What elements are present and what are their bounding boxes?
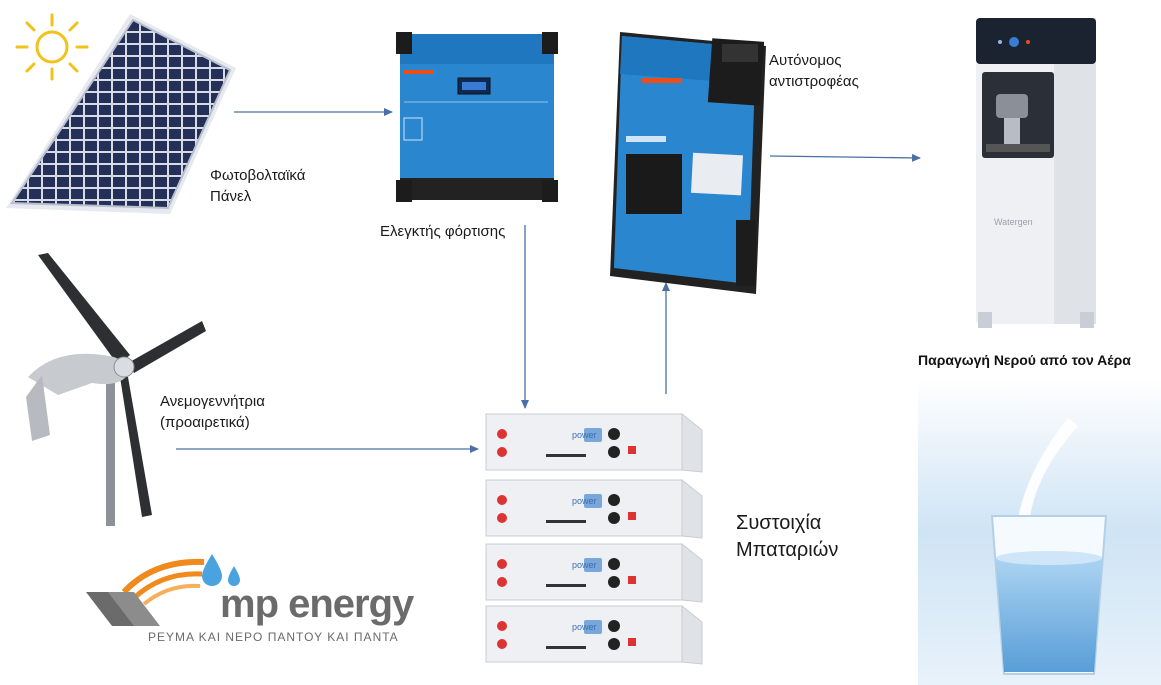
wind-turbine-label-line2: (προαιρετικά) bbox=[160, 414, 250, 431]
sun-icon bbox=[15, 13, 89, 81]
wind-turbine-label-line1: Ανεμογεννήτρια bbox=[160, 393, 265, 410]
water-unit-brand: Watergen bbox=[994, 217, 1033, 227]
wind-turbine-image bbox=[26, 253, 206, 526]
battery-brand: power bbox=[572, 430, 597, 440]
battery-module: power bbox=[485, 542, 703, 603]
battery-module: power bbox=[485, 412, 703, 473]
battery-module: power bbox=[485, 478, 703, 539]
battery-brand: power bbox=[572, 560, 597, 570]
battery-bank-label-line1: Συστοιχία bbox=[736, 512, 822, 534]
battery-stack-image: power power power power bbox=[484, 410, 704, 668]
mp-energy-brand: mp energy bbox=[220, 582, 414, 626]
battery-brand: power bbox=[572, 496, 597, 506]
water-generator-label: Παραγωγή Νερού από τον Αέρα bbox=[918, 352, 1131, 368]
wind-turbine-label: Ανεμογεννήτρια (προαιρετικά) bbox=[160, 391, 265, 433]
battery-bank-label: Συστοιχία Μπαταριών bbox=[736, 510, 838, 564]
battery-bank-label-line2: Μπαταριών bbox=[736, 539, 839, 561]
battery-module: power bbox=[485, 604, 703, 665]
inverter-label: Αυτόνομος αντιστροφέας bbox=[769, 50, 859, 92]
inverter-image bbox=[610, 32, 766, 294]
pv-panel-label: Φωτοβολταϊκά Πάνελ bbox=[210, 165, 305, 207]
charge-controller-label: Ελεγκτής φόρτισης bbox=[380, 223, 506, 240]
water-glass-image bbox=[918, 378, 1161, 685]
mp-energy-tagline: ΡΕΥΜΑ ΚΑΙ ΝΕΡΟ ΠΑΝΤΟΥ ΚΑΙ ΠΑΝΤΑ bbox=[148, 630, 399, 644]
mp-energy-logo-mark bbox=[86, 554, 240, 626]
inverter-label-line1: Αυτόνομος bbox=[769, 52, 842, 69]
charge-controller-image bbox=[396, 32, 558, 202]
pv-panel-label-line2: Πάνελ bbox=[210, 188, 252, 205]
arrow-inverter-to-water bbox=[769, 153, 921, 162]
battery-brand: power bbox=[572, 622, 597, 632]
water-generator-image: Watergen bbox=[976, 18, 1096, 328]
pv-panel-label-line1: Φωτοβολταϊκά bbox=[210, 167, 306, 184]
inverter-label-line2: αντιστροφέας bbox=[769, 73, 859, 90]
solar-panel-image bbox=[6, 14, 236, 214]
